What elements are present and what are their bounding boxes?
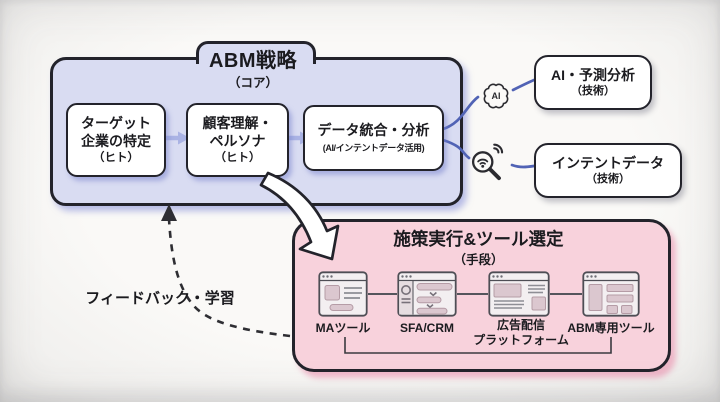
step-data-integration: データ統合・分析 (AI/インテントデータ活用)	[303, 105, 444, 171]
execution-title: 施策実行&ツール選定	[393, 229, 564, 249]
ma-tool-window-icon	[318, 271, 368, 322]
step-label: データ統合・分析	[317, 122, 430, 138]
step-customer-persona: 顧客理解・ ペルソナ （ヒト）	[186, 103, 289, 177]
tech-box-ai-analytics: AI・予測分析 （技術）	[534, 55, 652, 110]
feedback-arrowhead-icon	[161, 204, 177, 221]
tech-note: （技術）	[586, 173, 630, 185]
abm-tool-window-icon	[582, 271, 640, 322]
execution-subtitle: （手段）	[453, 253, 504, 267]
step-note: （ヒト）	[93, 152, 139, 164]
step-target-companies: ターゲット 企業の特定 （ヒト）	[66, 103, 166, 177]
tool-label-ma: MAツール	[315, 321, 371, 335]
tool-label-abm-tool: ABM専用ツール	[567, 321, 655, 335]
abm-strategy-subtitle: （コア）	[227, 76, 278, 90]
step-label: 顧客理解・	[202, 115, 273, 131]
step-note: (AI/インテントデータ活用)	[322, 143, 425, 153]
feedback-label: フィードバック・学習	[85, 290, 235, 307]
step-label: ペルソナ	[209, 133, 266, 149]
tool-label-ad-platform: 広告配信 プラットフォーム	[473, 318, 569, 347]
abm-strategy-title-tab	[196, 41, 316, 64]
step-label: ターゲット	[81, 115, 151, 131]
tool-label-sfa-crm: SFA/CRM	[400, 321, 454, 335]
tech-label: インテントデータ	[552, 155, 664, 171]
sfa-crm-window-icon	[397, 271, 457, 322]
step-note: （ヒト）	[214, 152, 261, 164]
step-label: 企業の特定	[81, 133, 151, 149]
tech-note: （技術）	[571, 85, 615, 97]
tech-box-intent-data: インテントデータ （技術）	[534, 143, 682, 198]
tech-label: AI・予測分析	[551, 67, 635, 83]
ai-icon-label: AI	[492, 91, 501, 101]
abm-strategy-title: ABM戦略	[208, 50, 298, 72]
feedback-arrow	[161, 204, 291, 338]
intent-search-icon	[466, 141, 512, 192]
ai-brain-icon: AI	[478, 80, 514, 117]
ad-platform-window-icon	[488, 271, 550, 322]
